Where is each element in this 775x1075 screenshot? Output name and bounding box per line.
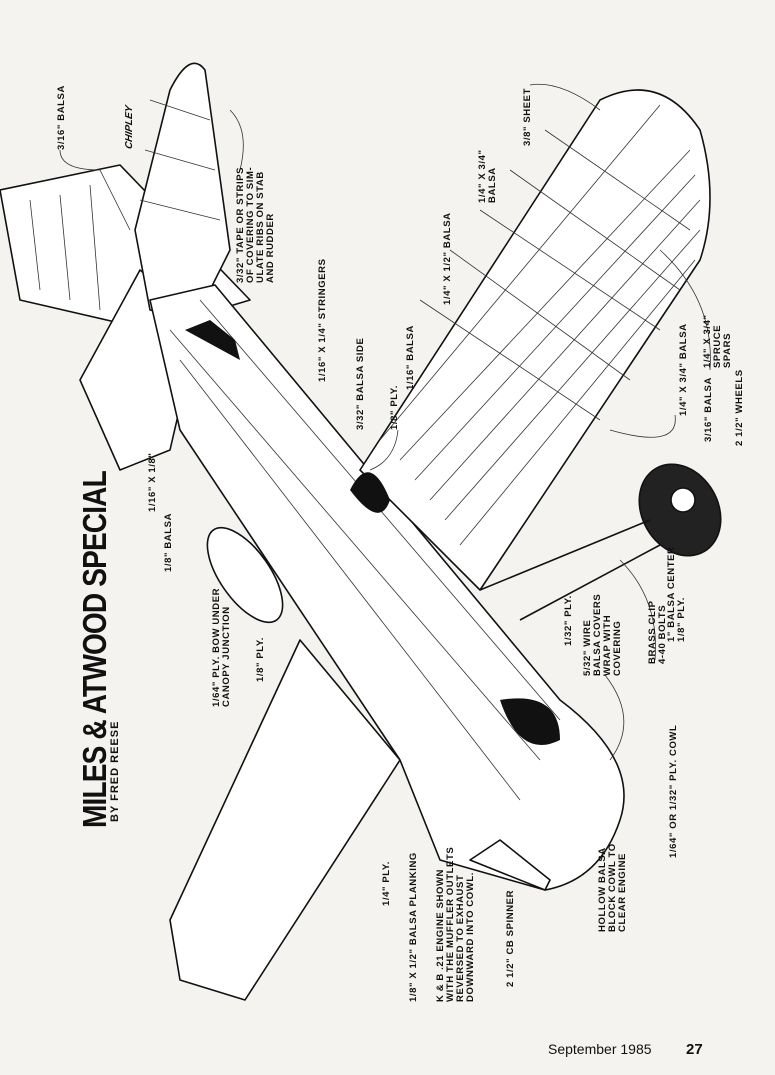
- label-ply-132: 1/32" PLY.: [563, 595, 574, 646]
- right-wing: [359, 89, 711, 591]
- label-balsa-14x34-te: 1/4" X 3/4" BALSA: [678, 323, 689, 416]
- label-ply-lower: 1/8" PLY.: [255, 637, 266, 682]
- label-planking: 1/8" X 1/2" BALSA PLANKING: [408, 852, 419, 1002]
- label-ply-upper: 1/8" PLY.: [389, 385, 400, 430]
- spinner: [469, 839, 551, 891]
- canopy: [206, 526, 284, 624]
- label-balsa-side: 3/32" BALSA SIDE: [355, 337, 366, 430]
- tail-number-4: [185, 320, 240, 360]
- label-balsa-116x18: 1/16" X 1/8": [147, 452, 158, 512]
- label-tail-balsa: 3/16" BALSA: [56, 85, 67, 150]
- label-balsa-316-wing: 3/16" BALSA: [703, 377, 714, 442]
- label-sheet: 3/8" SHEET: [522, 87, 533, 146]
- label-ply-14: 1/4" PLY.: [381, 861, 392, 906]
- illustrator-signature: CHIPLEY: [124, 104, 135, 150]
- label-balsa-116: 1/16" BALSA: [405, 325, 416, 390]
- label-spinner: 2 1/2" CB SPINNER: [505, 889, 516, 987]
- article-byline: BY FRED REESE: [109, 720, 121, 822]
- label-balsa-18: 1/8" BALSA: [163, 512, 174, 572]
- page-number: 27: [686, 1041, 703, 1058]
- label-wheels: 2 1/2" WHEELS: [734, 369, 745, 446]
- left-wing: [169, 639, 401, 1001]
- label-balsa-14x12: 1/4" X 1/2" BALSA: [442, 212, 453, 305]
- fuselage: [149, 284, 625, 891]
- label-balsa-14x34-top: 1/4" X 3/4"BALSA: [477, 149, 498, 203]
- label-stringers: 1/16" X 1/4" STRINGERS: [317, 258, 328, 382]
- issue-date: September 1985: [548, 1041, 652, 1057]
- label-cowl: 1/64" OR 1/32" PLY. COWL: [668, 724, 679, 858]
